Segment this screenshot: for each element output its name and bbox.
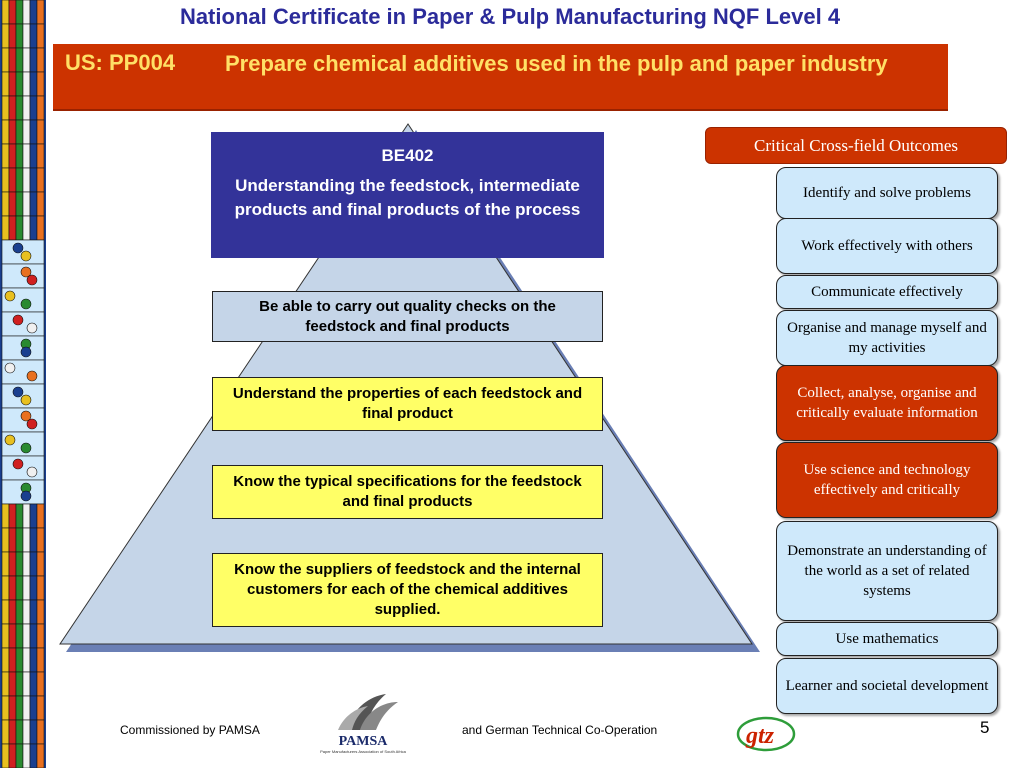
outcome-item-7: Use mathematics (776, 622, 998, 656)
page-number: 5 (980, 718, 990, 737)
footer-cooperation: and German Technical Co-Operation (462, 723, 658, 737)
pyramid-apex-box: BE402 Understanding the feedstock, inter… (211, 132, 604, 258)
pyramid-level-2: Understand the properties of each feedst… (212, 377, 603, 431)
footer-commissioned: Commissioned by PAMSA (120, 723, 260, 737)
outcome-item-6: Demonstrate an understanding of the worl… (776, 521, 998, 621)
outcome-item-4: Collect, analyse, organise and criticall… (776, 365, 998, 441)
pamsa-logo-text: PAMSA (339, 734, 389, 749)
unit-standard-bar: US: PP004 Prepare chemical additives use… (53, 44, 948, 111)
pyramid-level-3: Know the typical specifications for the … (212, 465, 603, 519)
outcome-item-5: Use science and technology effectively a… (776, 442, 998, 518)
gtz-logo: gtz (736, 716, 796, 752)
unit-title: Prepare chemical additives used in the p… (225, 51, 888, 76)
pamsa-logo: PAMSA Paper Manufacturers Association of… (320, 694, 407, 754)
gtz-logo-text: gtz (745, 723, 775, 749)
unit-code: US: PP004 (65, 50, 176, 75)
apex-code: BE402 (381, 146, 434, 165)
outcome-item-2: Communicate effectively (776, 275, 998, 309)
pyramid-level-4: Know the suppliers of feedstock and the … (212, 553, 603, 627)
decorative-border (0, 0, 46, 768)
outcome-item-0: Identify and solve problems (776, 167, 998, 219)
outcome-item-3: Organise and manage myself and my activi… (776, 310, 998, 366)
pyramid-level-1: Be able to carry out quality checks on t… (212, 291, 603, 342)
outcome-item-8: Learner and societal development (776, 658, 998, 714)
outcome-item-1: Work effectively with others (776, 218, 998, 274)
pamsa-logo-subtext: Paper Manufacturers Association of South… (320, 749, 407, 754)
critical-outcomes-header: Critical Cross-field Outcomes (705, 127, 1007, 164)
apex-text: Understanding the feedstock, intermediat… (234, 176, 581, 219)
page-title: National Certificate in Paper & Pulp Man… (179, 4, 841, 29)
